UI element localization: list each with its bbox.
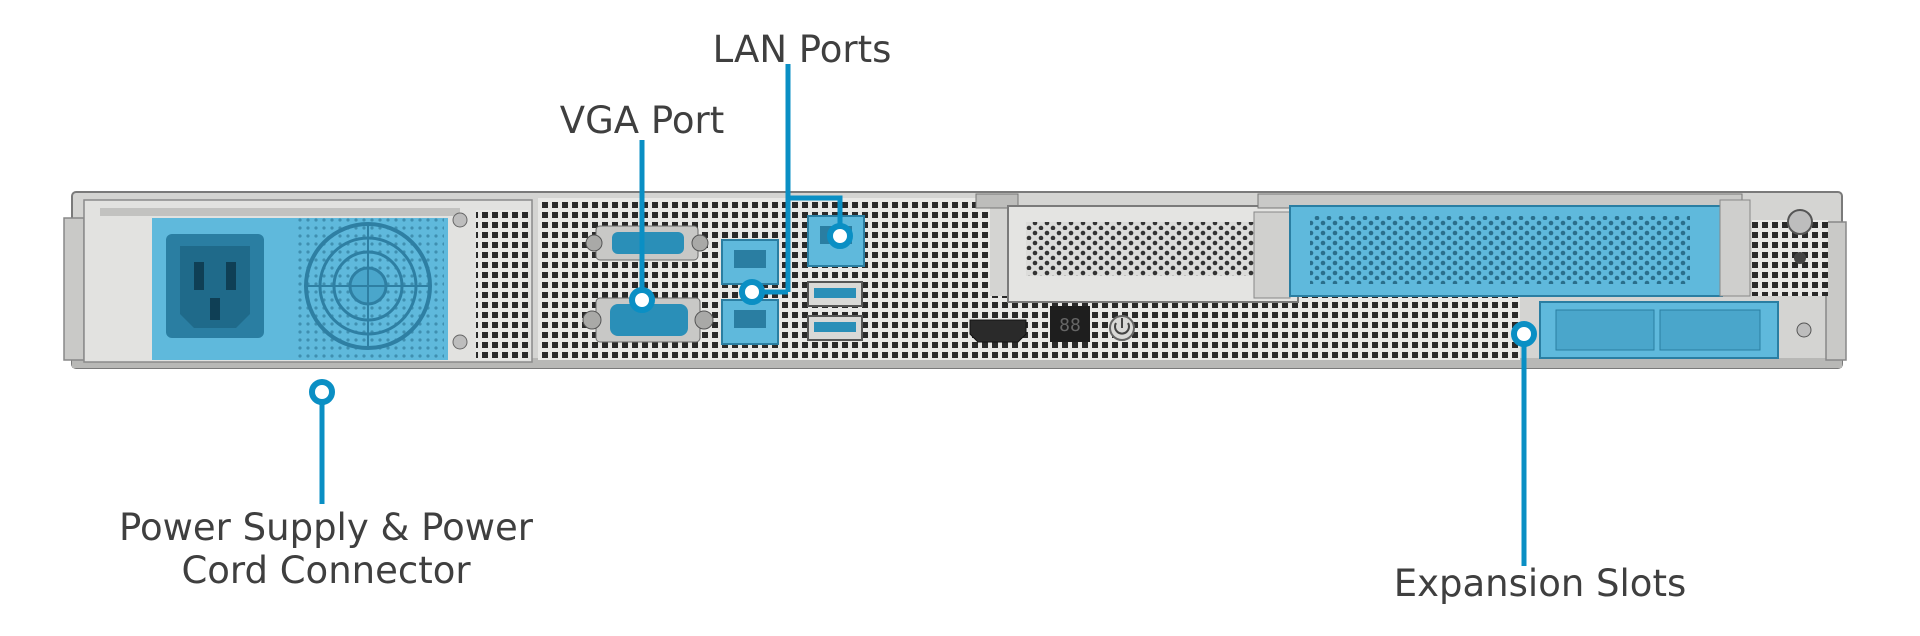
power-cord-connector [166, 234, 264, 338]
seven-segment-display-icon: 88 [1050, 306, 1090, 342]
psu-fan [294, 218, 444, 360]
serial-port [585, 225, 709, 261]
hdmi-port-icon [969, 319, 1027, 343]
expansion-slot-connectors [1539, 301, 1812, 359]
expansion-bracket-left [975, 193, 1299, 303]
screw-icon [1794, 252, 1806, 264]
label-power-supply-line1: Power Supply & Power [119, 506, 534, 549]
vga-port [582, 297, 714, 343]
callout-power-supply [309, 379, 335, 504]
callout-marker [309, 379, 335, 405]
callout-marker [629, 287, 655, 313]
callout-marker [739, 279, 765, 305]
screw-icon [1787, 209, 1813, 235]
expansion-bracket-right [1257, 193, 1751, 297]
power-supply-module [83, 199, 533, 363]
label-power-supply-line2: Cord Connector [181, 549, 471, 592]
callout-lan-ports [739, 64, 853, 305]
callout-expansion-slots [1511, 321, 1537, 566]
power-icon [1109, 315, 1135, 341]
callout-marker [827, 223, 853, 249]
callout-vga-port [629, 140, 655, 313]
screw-icon [452, 334, 468, 350]
svg-text:88: 88 [1059, 315, 1081, 336]
screw-icon [452, 212, 468, 228]
screw-icon [1796, 322, 1812, 338]
callout-marker [1511, 321, 1537, 347]
label-expansion-slots: Expansion Slots [1394, 562, 1686, 605]
label-lan-ports: LAN Ports [713, 28, 892, 71]
usb-port-icon [807, 281, 863, 341]
label-vga-port: VGA Port [560, 99, 724, 142]
